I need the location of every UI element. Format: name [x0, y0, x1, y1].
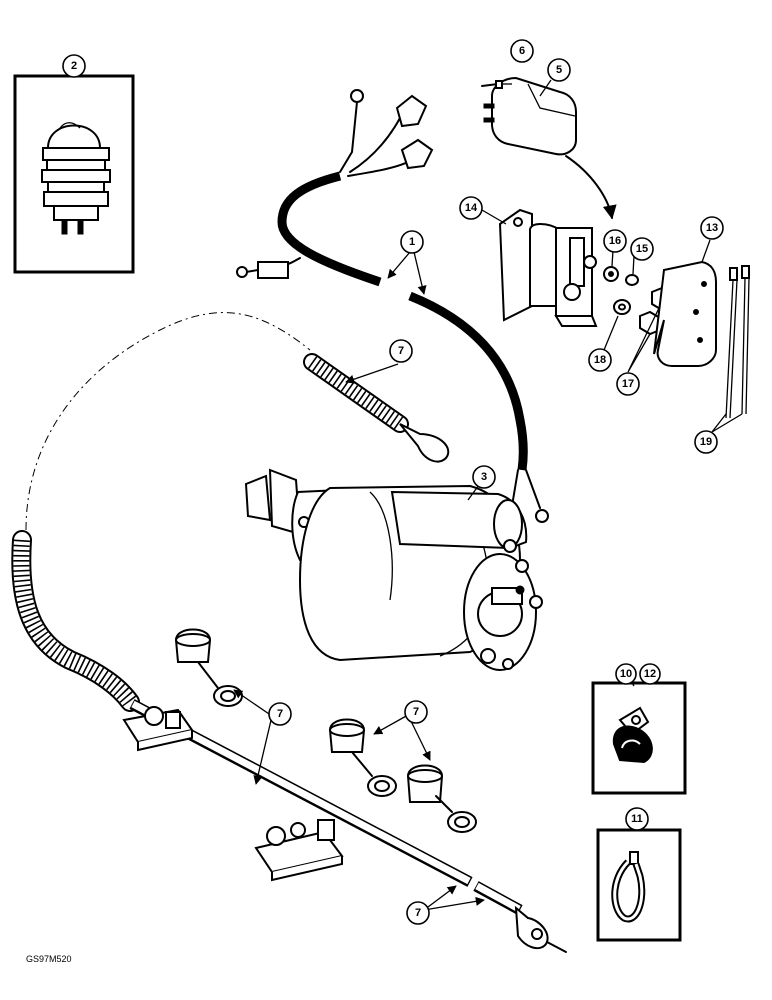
terminal-block-right — [254, 819, 344, 882]
assembly-arrow — [565, 155, 617, 220]
callout-1: 1 — [400, 230, 424, 254]
screw-part-6 — [481, 80, 503, 89]
svg-text:13: 13 — [706, 222, 718, 234]
p-clip-parts-10-12 — [612, 706, 653, 764]
cover-part-13 — [653, 260, 717, 367]
svg-text:19: 19 — [700, 436, 712, 448]
callout-13: 13 — [700, 216, 724, 240]
callout-15: 15 — [630, 237, 654, 261]
relay-part-5 — [483, 76, 577, 156]
nut-part-16 — [603, 266, 619, 282]
svg-text:7: 7 — [415, 907, 421, 919]
callout-6: 6 — [510, 39, 534, 63]
indicator-lamp-part-2 — [41, 122, 111, 235]
figure-reference: GS97M520 — [26, 954, 72, 964]
svg-text:17: 17 — [622, 378, 634, 390]
wiring-harness-part-1 — [236, 89, 549, 523]
svg-text:1: 1 — [409, 236, 415, 248]
svg-text:12: 12 — [644, 668, 656, 680]
callout-2: 2 — [62, 54, 86, 78]
callout-16: 16 — [603, 229, 627, 253]
starter-motor-part-3 — [244, 468, 543, 671]
callout-14: 14 — [459, 196, 483, 220]
callout-12: 12 — [639, 663, 661, 685]
callout-7-left: 7 — [268, 702, 292, 726]
callout-11: 11 — [625, 807, 649, 831]
callout-17: 17 — [616, 372, 640, 396]
svg-text:7: 7 — [413, 706, 419, 718]
svg-text:14: 14 — [465, 202, 478, 214]
washer-part-15 — [625, 274, 639, 286]
terminal-cap-lower — [406, 764, 477, 833]
callout-10: 10 — [615, 663, 637, 685]
svg-text:18: 18 — [594, 354, 606, 366]
svg-text:7: 7 — [277, 708, 283, 720]
callout-19: 19 — [694, 430, 718, 454]
svg-text:6: 6 — [519, 45, 525, 57]
washer-part-18 — [613, 299, 631, 315]
svg-text:7: 7 — [398, 345, 404, 357]
svg-text:16: 16 — [609, 235, 621, 247]
strap-part-11 — [611, 851, 646, 923]
svg-text:3: 3 — [481, 471, 487, 483]
callout-18: 18 — [588, 348, 612, 372]
svg-text:10: 10 — [620, 668, 632, 680]
terminal-cap-upper — [174, 628, 243, 707]
svg-text:15: 15 — [636, 243, 648, 255]
callout-7-lower: 7 — [406, 901, 430, 925]
solenoid-part-14 — [498, 208, 598, 327]
callout-7-upper: 7 — [389, 339, 413, 363]
svg-text:5: 5 — [556, 64, 562, 76]
callout-5: 5 — [547, 58, 571, 82]
terminal-block-left — [122, 706, 194, 752]
callout-7-middle: 7 — [404, 700, 428, 724]
svg-text:11: 11 — [631, 813, 643, 825]
svg-text:2: 2 — [71, 60, 77, 72]
terminal-cap-middle — [328, 718, 397, 797]
cable-ties-part-19 — [725, 265, 750, 419]
callout-3: 3 — [472, 465, 496, 489]
